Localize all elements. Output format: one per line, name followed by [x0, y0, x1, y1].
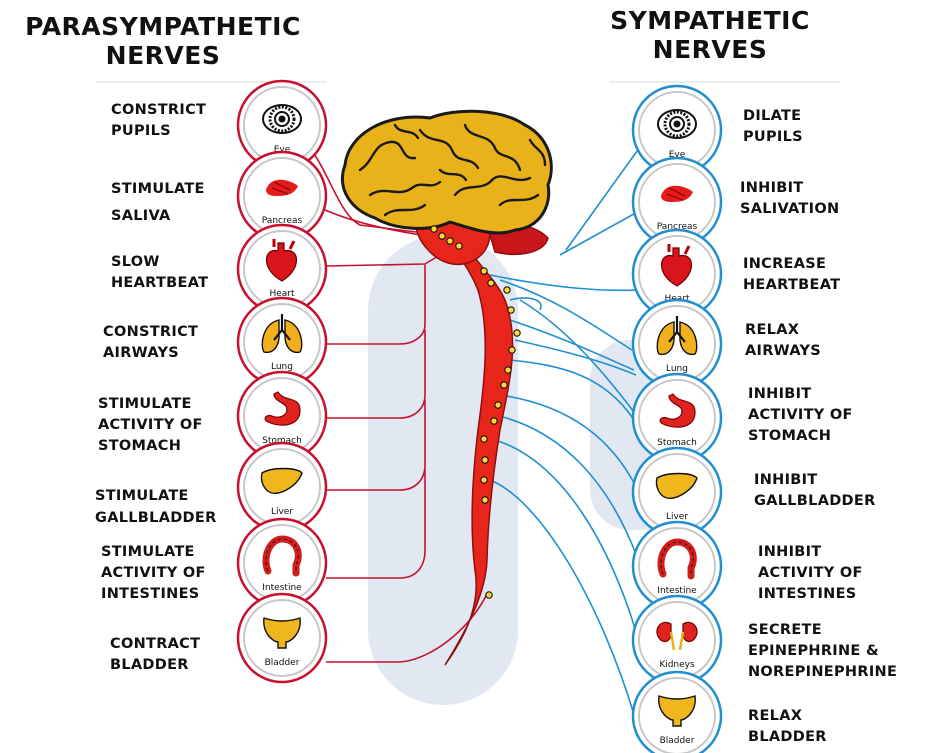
para-lung-label: Lung [271, 362, 293, 372]
para-action-intestine: STIMULATE ACTIVITY OF INTESTINES [101, 542, 206, 605]
para-intestine-label: Intestine [262, 583, 302, 593]
para-action-pancreas: STIMULATE SALIVA [111, 176, 205, 230]
symp-action-lung: RELAX AIRWAYS [745, 320, 821, 362]
ganglion-dot [488, 280, 494, 286]
ganglion-dot [447, 238, 453, 244]
ganglion-dot [481, 268, 487, 274]
ganglion-dot [486, 592, 492, 598]
symp-action-pancreas: INHIBIT SALIVATION [740, 178, 839, 220]
ganglion-dot [504, 287, 510, 293]
para-bladder-label: Bladder [265, 658, 300, 668]
symp-intestine-label: Intestine [657, 586, 697, 596]
ganglion-dot [495, 402, 501, 408]
symp-bladder-label: Bladder [660, 736, 695, 746]
ganglion-dot [482, 457, 488, 463]
sympathetic-title: SYMPATHETIC NERVES [600, 6, 820, 64]
ganglion-dot [456, 243, 462, 249]
symp-action-intestine: INHIBIT ACTIVITY OF INTESTINES [758, 542, 863, 605]
para-action-liver: STIMULATE GALLBLADDER [95, 485, 217, 529]
para-action-eye: CONSTRICT PUPILS [111, 100, 206, 142]
ganglion-dot [508, 307, 514, 313]
symp-liver-label: Liver [666, 512, 688, 522]
para-action-stomach: STIMULATE ACTIVITY OF STOMACH [98, 394, 203, 457]
ganglion-dot [514, 330, 520, 336]
ganglion-dot [491, 418, 497, 424]
symp-action-liver: INHIBIT GALLBLADDER [754, 470, 876, 512]
ganglion-dot [482, 497, 488, 503]
para-action-bladder: CONTRACT BLADDER [110, 634, 200, 676]
symp-action-eye: DILATE PUPILS [743, 106, 803, 148]
ganglion-dot [481, 477, 487, 483]
symp-action-heart: INCREASE HEARTBEAT [743, 254, 840, 296]
ganglion-dot [431, 226, 437, 232]
parasympathetic-title: PARASYMPATHETIC NERVES [10, 12, 316, 70]
ganglion-dot [501, 382, 507, 388]
para-liver-label: Liver [271, 507, 293, 517]
symp-kidneys-label: Kidneys [659, 660, 695, 670]
symp-stomach-label: Stomach [657, 438, 697, 448]
brain [342, 111, 551, 233]
para-bladder-icon: Bladder [238, 594, 326, 682]
para-action-lung: CONSTRICT AIRWAYS [103, 322, 198, 364]
symp-action-bladder: RELAX BLADDER [748, 706, 827, 748]
symp-action-kidneys: SECRETE EPINEPHRINE & NOREPINEPHRINE [748, 620, 897, 683]
symp-lung-label: Lung [666, 364, 688, 374]
sympathetic-organ-icons: EyePancreasHeartLungStomachLiverIntestin… [633, 86, 721, 753]
ganglion-dot [509, 347, 515, 353]
symp-action-stomach: INHIBIT ACTIVITY OF STOMACH [748, 384, 853, 447]
parasympathetic-organ-icons: EyePancreasHeartLungStomachLiverIntestin… [238, 81, 326, 682]
ganglion-dot [481, 436, 487, 442]
symp-bladder-icon: Bladder [633, 672, 721, 753]
ganglion-dot [505, 367, 511, 373]
para-action-heart: SLOW HEARTBEAT [111, 252, 208, 294]
ganglion-dot [439, 233, 445, 239]
